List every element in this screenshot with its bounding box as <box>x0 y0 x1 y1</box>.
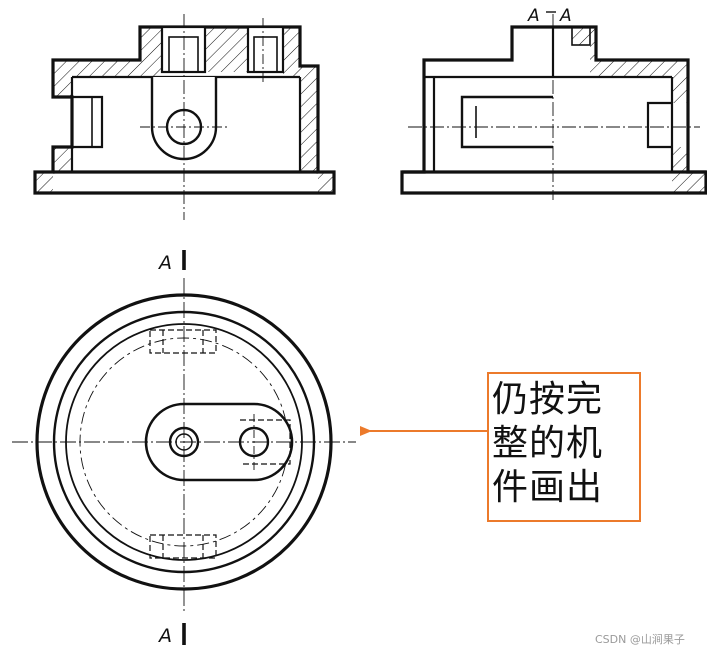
side-view: A A <box>400 6 707 200</box>
section-label-top: A <box>157 252 172 274</box>
side-hatch-right <box>672 147 688 172</box>
section-label-bottom: A <box>157 625 172 647</box>
side-hatch-base <box>672 172 706 193</box>
front-view <box>33 14 336 220</box>
section-view-label-left: A <box>527 6 540 26</box>
callout-line-1: 仍按完 <box>492 379 604 420</box>
front-hatch-base-left <box>35 172 53 193</box>
front-outline <box>33 25 336 195</box>
watermark: CSDN @山涧果子 <box>595 633 685 646</box>
front-hatch-lower-left <box>53 147 72 172</box>
callout-line-3: 件画出 <box>492 467 604 508</box>
front-hatch-top <box>205 27 248 72</box>
front-hatch-left <box>53 27 162 97</box>
side-hatch-top <box>553 27 688 103</box>
top-view: A A <box>12 250 487 647</box>
front-hatch-base-right <box>318 172 334 193</box>
callout-line-2: 整的机 <box>492 423 604 464</box>
callout-box: 仍按完 整的机 件画出 <box>487 372 641 522</box>
section-view-label-right: A <box>559 6 572 26</box>
